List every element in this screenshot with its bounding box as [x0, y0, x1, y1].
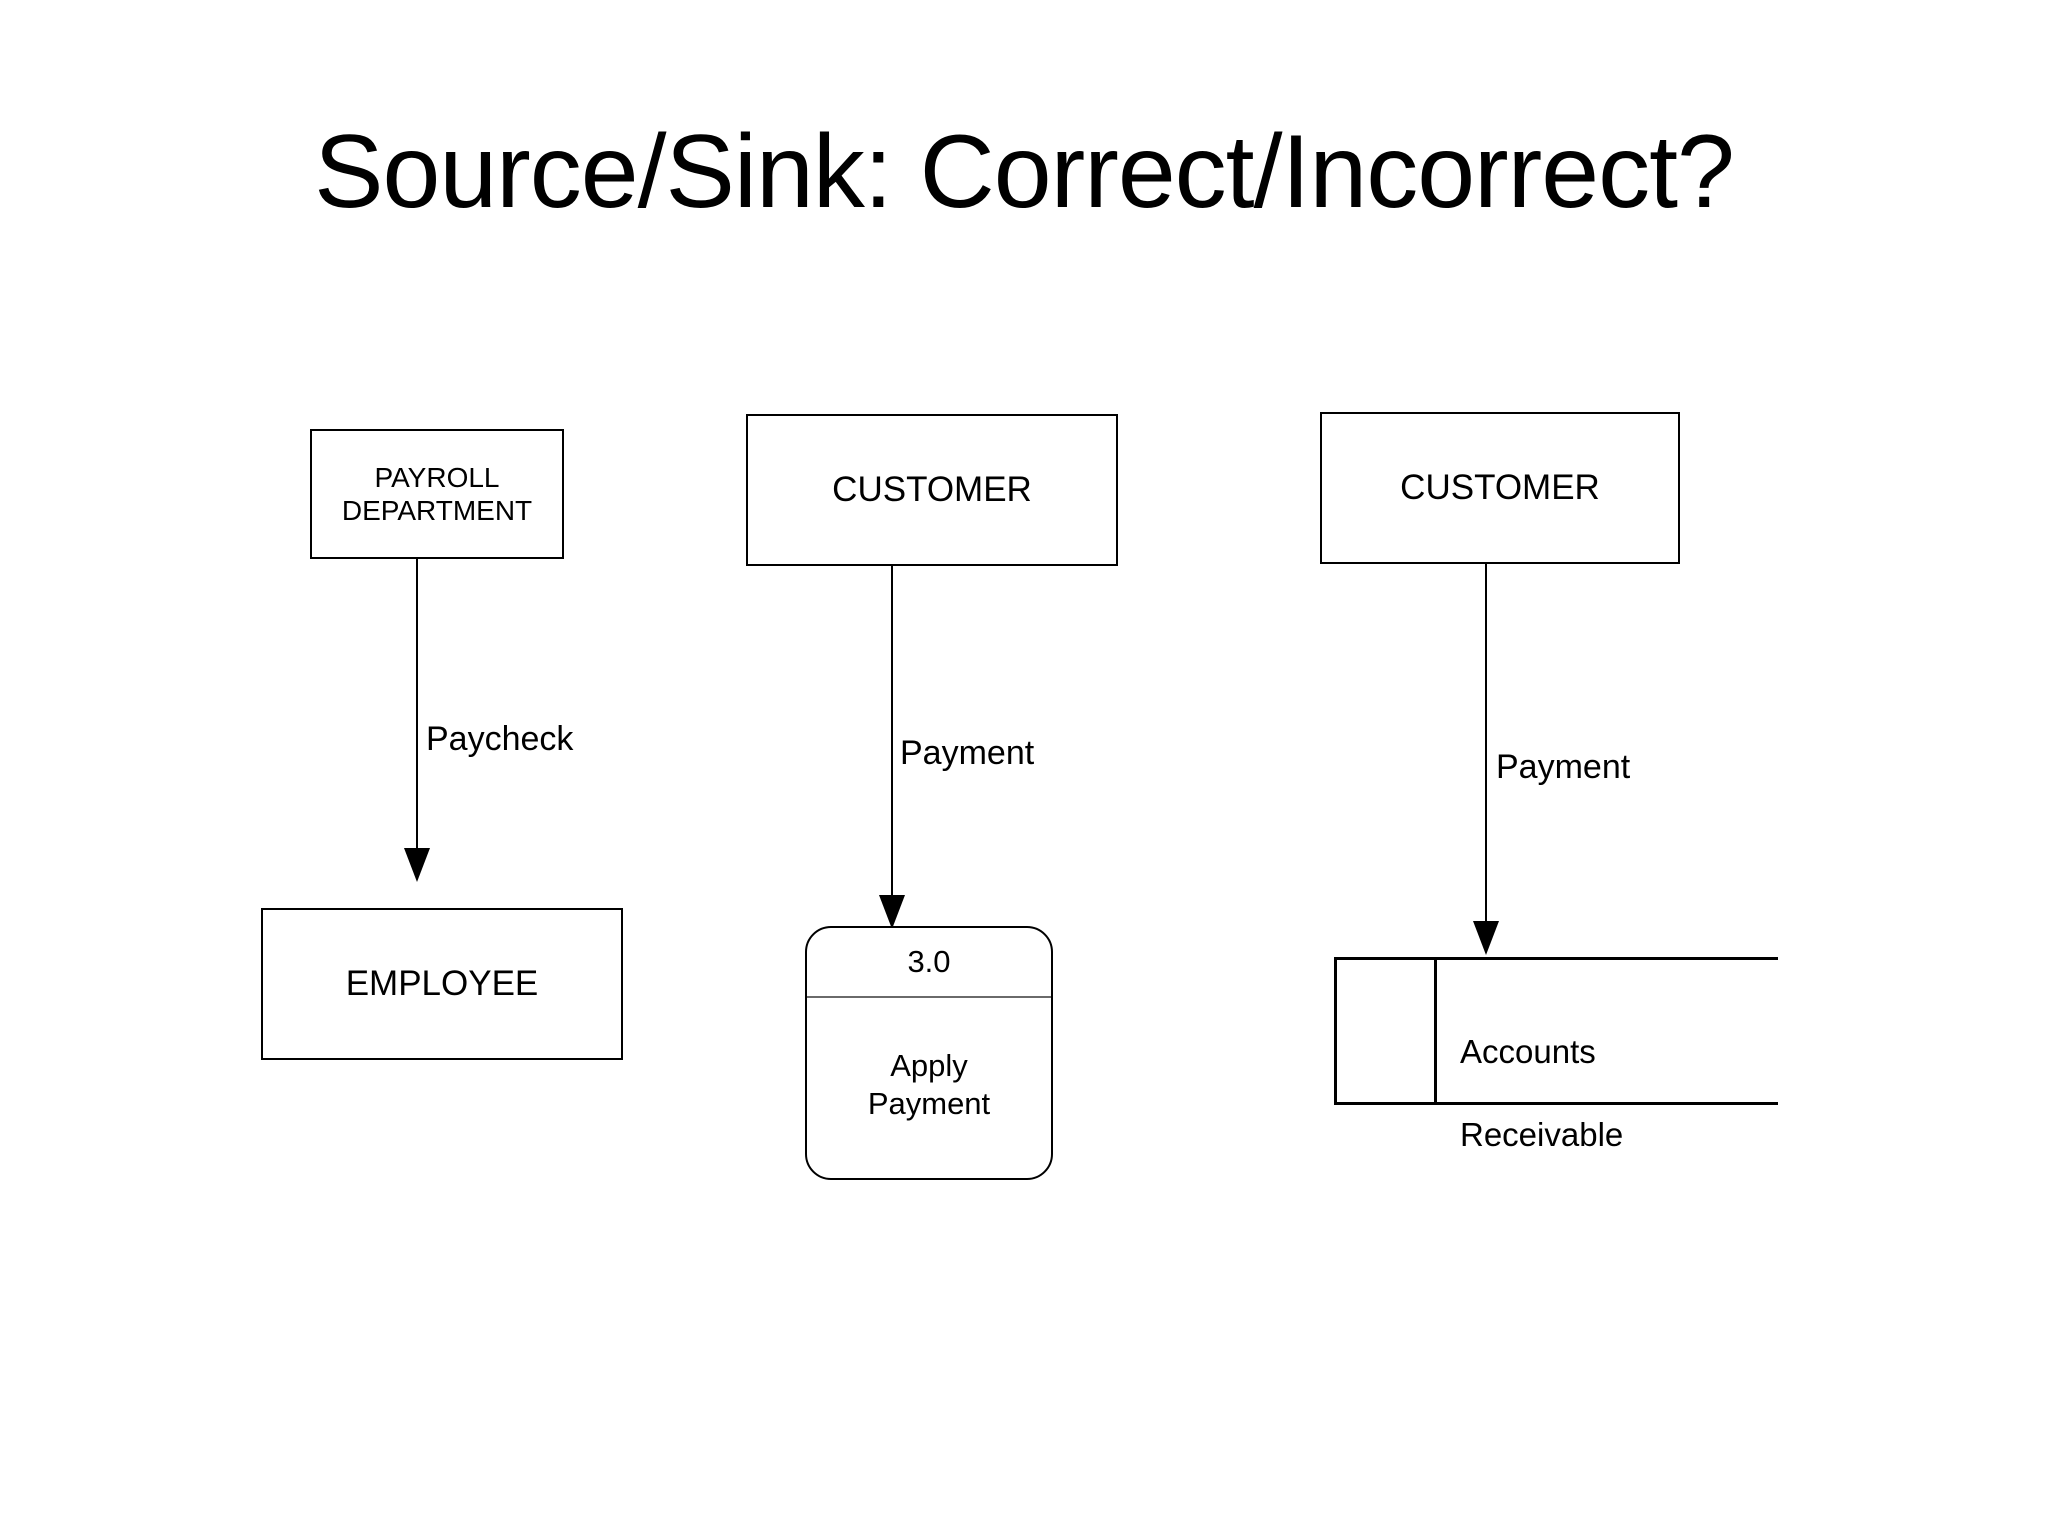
entity-payroll-department-label: PAYROLL DEPARTMENT [342, 461, 532, 527]
page-title: Source/Sink: Correct/Incorrect? [314, 114, 1735, 230]
process-name-line-1: Apply [890, 1048, 968, 1084]
entity-label-line-1: PAYROLL [374, 461, 500, 493]
process-name-label: Apply Payment [807, 998, 1051, 1178]
flow-arrowhead-paycheck [404, 848, 430, 882]
flow-arrowhead-payment-3 [1473, 921, 1499, 955]
process-apply-payment[interactable]: 3.0 Apply Payment [805, 926, 1053, 1180]
entity-customer-3-label: CUSTOMER [1400, 468, 1600, 508]
datastore-label-line-1: Accounts [1460, 1033, 1596, 1071]
datastore-divider-line [1434, 957, 1437, 1105]
datastore-top-line [1334, 957, 1778, 960]
flow-label-paycheck: Paycheck [426, 720, 574, 758]
flow-line-payment-2 [891, 566, 893, 896]
datastore-bottom-line [1334, 1102, 1778, 1105]
process-name-line-2: Payment [867, 1086, 991, 1121]
flow-line-paycheck [416, 559, 418, 849]
flow-line-payment-3 [1485, 564, 1487, 922]
datastore-accounts-receivable[interactable]: Accounts Receivable [1334, 957, 1778, 1153]
entity-customer-3[interactable]: CUSTOMER [1320, 412, 1680, 564]
entity-label-line-2: DEPARTMENT [341, 495, 533, 526]
process-number: 3.0 [807, 928, 1051, 998]
flow-arrowhead-payment-2 [879, 895, 905, 929]
datastore-label-line-2: Receivable [1460, 1115, 1624, 1153]
entity-customer-2[interactable]: CUSTOMER [746, 414, 1118, 566]
flow-label-payment-3: Payment [1496, 748, 1631, 786]
entity-customer-2-label: CUSTOMER [832, 470, 1032, 510]
flow-label-payment-2: Payment [900, 734, 1035, 772]
entity-employee[interactable]: EMPLOYEE [261, 908, 623, 1060]
entity-employee-label: EMPLOYEE [345, 964, 539, 1004]
datastore-label: Accounts Receivable [1460, 990, 1623, 1155]
entity-payroll-department[interactable]: PAYROLL DEPARTMENT [310, 429, 564, 559]
datastore-left-line [1334, 957, 1337, 1105]
